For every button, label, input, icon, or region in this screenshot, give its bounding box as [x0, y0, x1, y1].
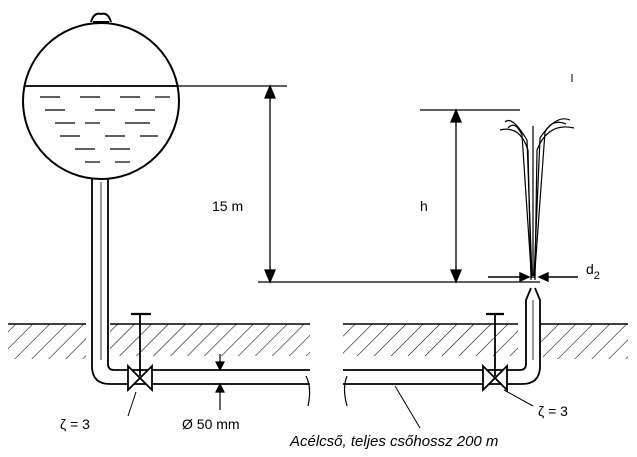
pipe-right-riser	[343, 287, 541, 385]
trench-left	[86, 356, 310, 386]
riser-cut-right	[518, 285, 540, 365]
valve-icon	[482, 312, 508, 393]
pipe-break	[305, 375, 348, 407]
label-zeta-right: ζ = 3	[538, 403, 568, 419]
nozzle-dimension	[488, 271, 578, 283]
zeta-left-leader	[127, 391, 137, 417]
label-nozzle-diameter: d2	[586, 261, 600, 282]
label-zeta-left: ζ = 3	[60, 416, 90, 432]
ground-left	[8, 323, 310, 359]
zeta-right-leader	[503, 389, 534, 407]
trench-right	[343, 356, 543, 386]
label-pipe-diameter: Ø 50 mm	[182, 416, 240, 432]
riser-cut-left	[86, 320, 110, 366]
pipe-left-riser	[91, 178, 310, 385]
dimension-15m	[264, 84, 276, 284]
caption-pipe: Acélcső, teljes csőhossz 200 m	[289, 433, 498, 450]
label-jet-height: h	[420, 198, 428, 214]
label-height-total: 15 m	[212, 198, 243, 214]
caption-leader	[394, 385, 421, 429]
valve-icon	[127, 312, 153, 393]
ground-right	[343, 323, 628, 359]
spherical-tank-icon	[22, 12, 180, 180]
pipe-diameter-indicator	[215, 354, 225, 410]
dimension-h	[450, 108, 462, 284]
fountain-jet-icon	[499, 118, 575, 281]
